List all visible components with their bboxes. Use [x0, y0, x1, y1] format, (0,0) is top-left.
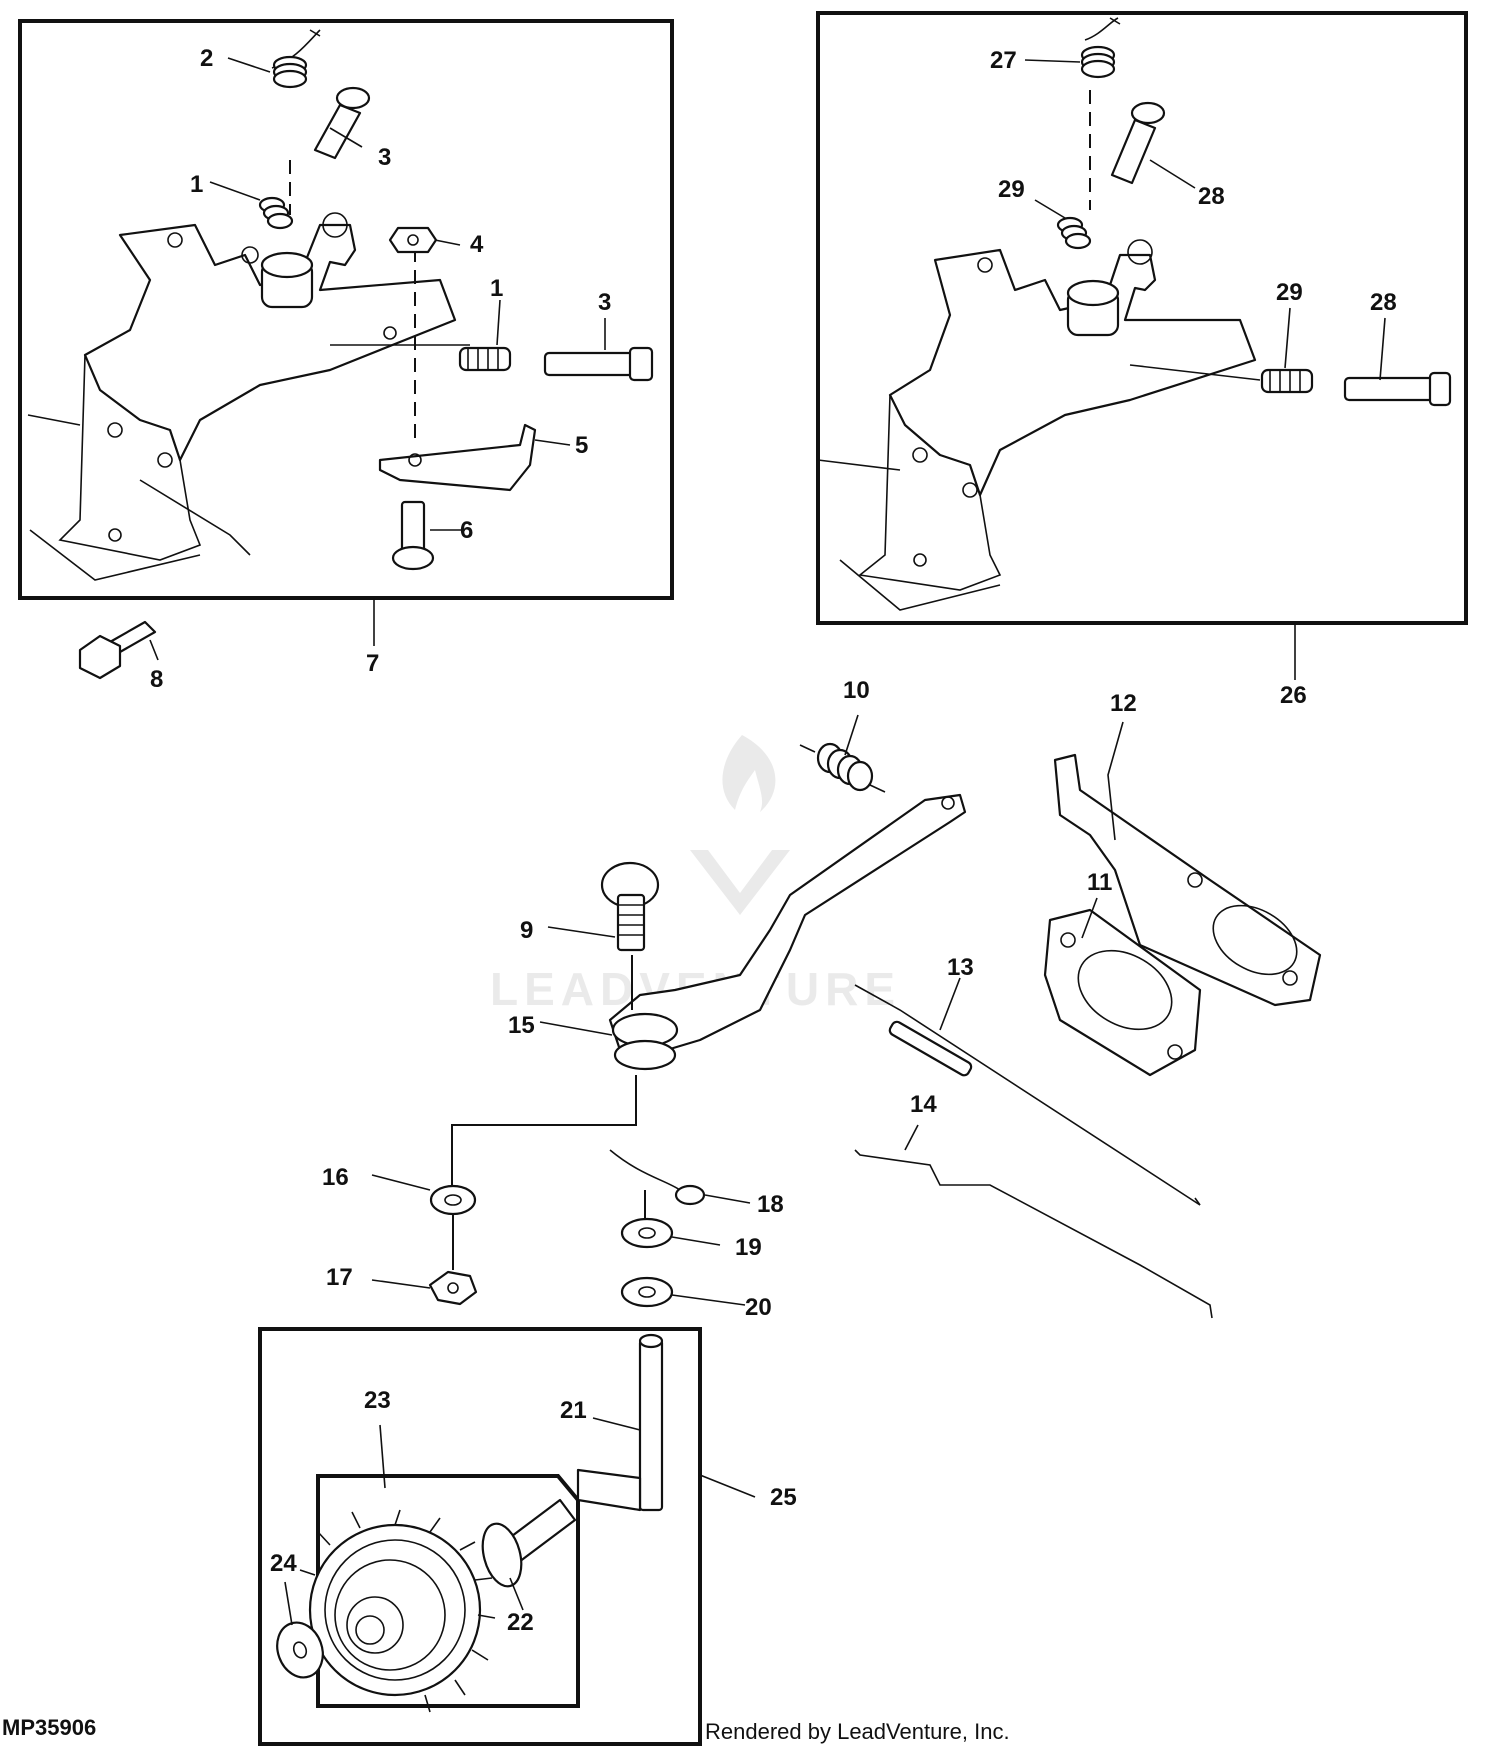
- callout-28: 28: [1198, 183, 1225, 210]
- callout-labels: 2 3 1 4 1 3 5 6 7 8 27 28 29 29 28 26 10…: [150, 45, 1397, 1636]
- callout-9: 9: [520, 917, 533, 944]
- callout-22: 22: [507, 1609, 534, 1636]
- callout-10: 10: [843, 677, 870, 704]
- governor-gear-assembly: [258, 1327, 702, 1746]
- assembly-box-7: [18, 19, 674, 600]
- callout-4: 4: [470, 231, 484, 258]
- callout-21: 21: [560, 1397, 587, 1424]
- assembly-box-26: [816, 11, 1468, 625]
- callout-2: 2: [200, 45, 213, 72]
- callout-24: 24: [270, 1550, 297, 1577]
- callout-1-right: 1: [490, 275, 503, 302]
- callout-19: 19: [735, 1234, 762, 1261]
- callout-29-right: 29: [1276, 279, 1303, 306]
- governor-control-bracket-assembly-right: [816, 11, 1468, 625]
- callout-12: 12: [1110, 690, 1137, 717]
- callout-20: 20: [745, 1294, 772, 1321]
- callout-27: 27: [990, 47, 1017, 74]
- callout-29: 29: [998, 176, 1025, 203]
- callout-1: 1: [190, 171, 203, 198]
- governor-control-bracket-assembly-left: [18, 19, 674, 680]
- figure-id: MP35906: [2, 1715, 96, 1740]
- callout-26: 26: [1280, 682, 1307, 709]
- callout-8: 8: [150, 666, 163, 693]
- callout-28-right: 28: [1370, 289, 1397, 316]
- callout-14: 14: [910, 1091, 937, 1118]
- callout-13: 13: [947, 954, 974, 981]
- callout-5: 5: [575, 432, 588, 459]
- callout-7: 7: [366, 650, 379, 677]
- callout-23: 23: [364, 1387, 391, 1414]
- callout-11: 11: [1087, 869, 1112, 896]
- callout-17: 17: [326, 1264, 353, 1291]
- assembly-box-25: [258, 1327, 702, 1746]
- callout-25: 25: [770, 1484, 797, 1511]
- callout-16: 16: [322, 1164, 349, 1191]
- render-credit: Rendered by LeadVenture, Inc.: [705, 1719, 1010, 1744]
- callout-18: 18: [757, 1191, 784, 1218]
- governor-gear: [299, 1509, 496, 1713]
- callout-15: 15: [508, 1012, 535, 1039]
- governor-lever-group: [428, 742, 1322, 1319]
- callout-leaders: [149, 57, 1386, 1626]
- callout-3-right: 3: [598, 289, 611, 316]
- callout-3: 3: [378, 144, 391, 171]
- callout-6: 6: [460, 517, 473, 544]
